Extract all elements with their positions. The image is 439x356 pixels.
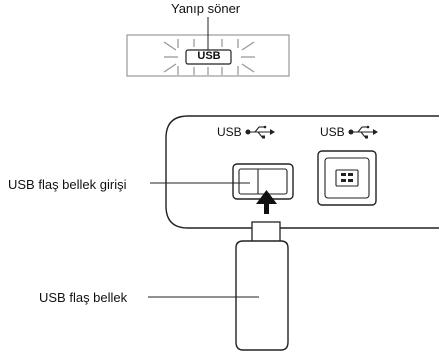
instrument-panel xyxy=(165,115,439,229)
usb-flash-drive xyxy=(235,221,289,351)
usb-flash-port xyxy=(232,163,294,200)
usb-port-b-label: USB xyxy=(320,125,345,139)
usb-type-b-port xyxy=(317,150,377,206)
usb-trident-icon xyxy=(348,125,378,139)
usb-port-a-label: USB xyxy=(217,125,242,139)
blink-rays xyxy=(163,39,255,75)
arrow-up-icon xyxy=(256,190,277,214)
blinking-label: Yanıp söner xyxy=(171,1,241,16)
flash-drive-label: USB flaş bellek xyxy=(39,290,128,305)
display-usb-text: USB xyxy=(197,50,221,62)
display-panel xyxy=(126,17,290,77)
usb-trident-icon xyxy=(245,125,275,139)
flash-port-label: USB flaş bellek girişi xyxy=(8,177,127,192)
